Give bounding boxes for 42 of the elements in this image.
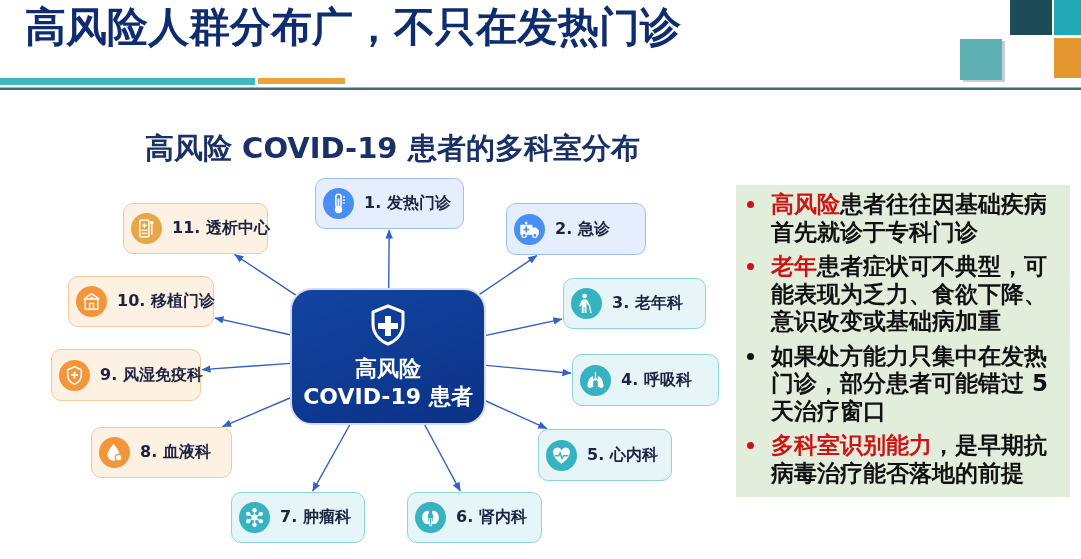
bullet-text: 老年患者症状可不典型，可能表现为乏力、食欲下降、意识改变或基础病加重 <box>771 253 1048 336</box>
bullet-text: 如果处方能力只集中在发热门诊，部分患者可能错过 5 天治疗窗口 <box>771 342 1049 425</box>
department-box <box>315 178 464 229</box>
arrow <box>485 400 548 430</box>
patient-box <box>290 288 486 425</box>
arrow <box>234 253 297 296</box>
department-label: 7. 肿瘤科 <box>280 507 351 528</box>
department-box <box>231 492 365 543</box>
subtitle: 高风险 COVID-19 患者的多科室分布 <box>145 130 640 166</box>
note-panel <box>736 185 1070 497</box>
department-box <box>91 427 232 478</box>
department-box <box>407 492 542 543</box>
bullet-text: 多科室识别能力，是早期抗病毒治疗能否落地的前提 <box>771 432 1048 487</box>
department-box <box>51 349 201 401</box>
arrow <box>214 316 291 336</box>
department-box <box>538 429 672 481</box>
department-box <box>123 203 268 254</box>
patient-label: 高风险 COVID-19 患者 <box>302 355 474 411</box>
arrow <box>385 229 393 289</box>
bullet-text: 高风险患者往往因基础疾病首先就诊于专科门诊 <box>771 191 1048 246</box>
arrow <box>221 397 291 428</box>
department-label: 2. 急诊 <box>555 218 610 240</box>
department-box <box>506 203 646 255</box>
department-label: 10. 移植门诊 <box>117 291 215 312</box>
department-box <box>572 354 719 406</box>
department-box <box>68 276 214 327</box>
department-label: 4. 呼吸科 <box>621 369 692 391</box>
arrow <box>485 364 572 377</box>
arrow <box>478 254 538 296</box>
department-label: 9. 风湿免疫科 <box>100 364 203 386</box>
arrow <box>424 424 461 492</box>
department-label: 1. 发热门诊 <box>364 193 451 214</box>
department-label: 3. 老年科 <box>612 293 683 314</box>
arrow <box>485 317 563 337</box>
department-label: 11. 透析中心 <box>172 218 270 239</box>
title: 高风险人群分布广，不只在发热门诊 <box>25 2 681 52</box>
department-label: 6. 肾内科 <box>456 507 527 528</box>
arrow <box>312 424 351 492</box>
department-label: 5. 心内科 <box>587 444 658 466</box>
department-box <box>563 278 706 329</box>
arrow <box>201 362 291 373</box>
department-label: 8. 血液科 <box>140 442 211 463</box>
